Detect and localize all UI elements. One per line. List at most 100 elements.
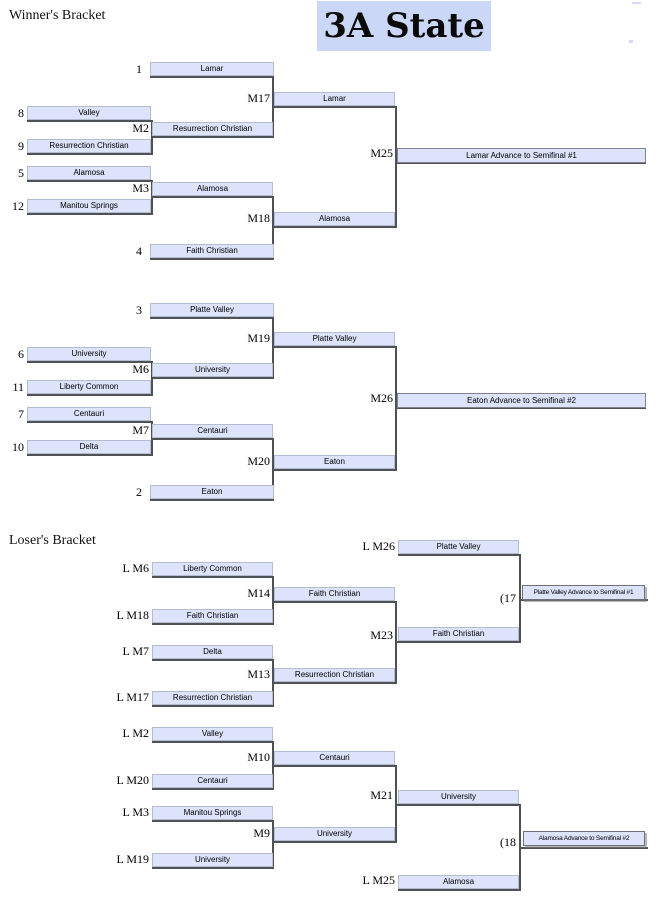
l-lm7-label: L M7	[122, 644, 149, 658]
l-lm25-team-box: Alamosa	[398, 875, 519, 889]
bracket-line	[152, 788, 274, 790]
bracket-line	[395, 601, 397, 683]
l-lm2-label: L M2	[122, 726, 149, 740]
w-m6-label: M6	[132, 362, 149, 376]
bracket-line	[152, 576, 274, 578]
winners-bracket-title: Winner's Bracket	[9, 8, 106, 23]
w-m2-winner-box: Resurrection Christian	[152, 122, 273, 136]
bracket-line	[151, 120, 153, 155]
l-lm7-team-box: Delta	[152, 645, 273, 659]
w-m7-winner-box: Centauri	[152, 424, 273, 438]
bracket-line	[27, 180, 153, 182]
w-seed8-team-box: Valley	[27, 106, 151, 120]
l-lm18-team-box: Faith Christian	[152, 609, 273, 623]
seed-1-number: 1	[136, 62, 142, 76]
bracket-line	[152, 820, 274, 822]
seed-12-number: 12	[12, 199, 24, 213]
w-m20-label: M20	[247, 454, 270, 468]
bracket-line	[27, 394, 153, 396]
w-seed4-team-box: Faith Christian	[150, 244, 274, 258]
l-m23-label: M23	[370, 628, 393, 642]
bracket-line	[152, 741, 274, 743]
l-m23-winner-box: Faith Christian	[398, 627, 519, 641]
l-lm3-team-box: Manitou Springs	[152, 806, 273, 820]
w-m3-winner-box: Alamosa	[152, 182, 273, 196]
l-m21-winner-box: University	[398, 790, 519, 804]
bracket-line	[150, 76, 274, 78]
bracket-line	[27, 213, 153, 215]
l-m10-winner-box: Centauri	[274, 751, 395, 765]
bracket-line	[152, 705, 274, 707]
bracket-line	[274, 601, 397, 603]
bracket-line	[152, 659, 274, 661]
losers-semifinal1-advance-box: Platte Valley Advance to Semifinal #1	[522, 585, 645, 600]
seed-7-number: 7	[18, 407, 24, 421]
bracket-line	[519, 554, 521, 641]
l-lm20-team-box: Centauri	[152, 774, 273, 788]
bracket-line	[272, 659, 274, 707]
bracket-line	[152, 623, 274, 625]
l-lm3-label: L M3	[122, 805, 149, 819]
w-m18-label: M18	[247, 211, 270, 225]
semifinal1-advance-box: Lamar Advance to Semifinal #1	[397, 148, 646, 163]
artifact-mark	[629, 40, 633, 43]
seed-2-number: 2	[136, 485, 142, 499]
w-m3-label: M3	[132, 181, 149, 195]
bracket-line	[272, 196, 274, 260]
w-m19-winner-box: Platte Valley	[274, 332, 395, 346]
bracket-line	[152, 196, 274, 198]
l-lm6-team-box: Liberty Common	[152, 562, 273, 576]
seed-6-number: 6	[18, 347, 24, 361]
bracket-line	[274, 469, 397, 471]
w-m18-winner-box: Alamosa	[274, 212, 395, 226]
w-seed7-team-box: Centauri	[27, 407, 151, 421]
l-lm26-team-box: Platte Valley	[398, 540, 519, 554]
bracket-line	[272, 76, 274, 138]
bracket-line	[397, 162, 646, 164]
l-m10-label: M10	[247, 750, 270, 764]
w-m25-label: M25	[370, 146, 393, 160]
bracket-line	[274, 226, 397, 228]
bracket-line	[272, 741, 274, 790]
bracket-line	[395, 106, 397, 228]
bracket-line	[152, 438, 274, 440]
l-m13-label: M13	[247, 667, 270, 681]
bracket-line	[274, 765, 397, 767]
w-m2-label: M2	[132, 121, 149, 135]
l-p17-label: (17	[500, 591, 516, 605]
w-m17-winner-box: Lamar	[274, 92, 395, 106]
w-m17-label: M17	[247, 91, 270, 105]
bracket-line	[398, 554, 521, 556]
bracket-line	[397, 407, 646, 409]
seed-8-number: 8	[18, 106, 24, 120]
bracket-line	[272, 438, 274, 501]
l-m21-label: M21	[370, 788, 393, 802]
w-seed11-team-box: Liberty Common	[27, 380, 151, 394]
bracket-line	[274, 106, 397, 108]
bracket-line	[395, 765, 397, 843]
w-m20-winner-box: Eaton	[274, 455, 395, 469]
bracket-line	[152, 136, 274, 138]
bracket-line	[151, 180, 153, 215]
bracket-line	[152, 377, 274, 379]
l-lm18-label: L M18	[116, 608, 149, 622]
l-m14-winner-box: Faith Christian	[274, 587, 395, 601]
bracket-line	[395, 346, 397, 471]
w-m19-label: M19	[247, 331, 270, 345]
l-lm20-label: L M20	[116, 773, 149, 787]
w-seed10-team-box: Delta	[27, 440, 151, 454]
losers-bracket-title: Loser's Bracket	[9, 533, 96, 548]
losers-semifinal2-advance-box: Alamosa Advance to Semifinal #2	[523, 831, 645, 846]
w-seed3-team-box: Platte Valley	[150, 303, 274, 317]
bracket-line	[27, 361, 153, 363]
w-m26-label: M26	[370, 391, 393, 405]
l-p18-label: (18	[500, 835, 516, 849]
l-m9-winner-box: University	[274, 827, 395, 841]
l-lm2-team-box: Valley	[152, 727, 273, 741]
bracket-line	[151, 361, 153, 396]
bracket-line	[272, 820, 274, 869]
bracket-line	[27, 120, 153, 122]
l-lm19-team-box: University	[152, 853, 273, 867]
bracket-line	[272, 576, 274, 625]
seed-5-number: 5	[18, 166, 24, 180]
